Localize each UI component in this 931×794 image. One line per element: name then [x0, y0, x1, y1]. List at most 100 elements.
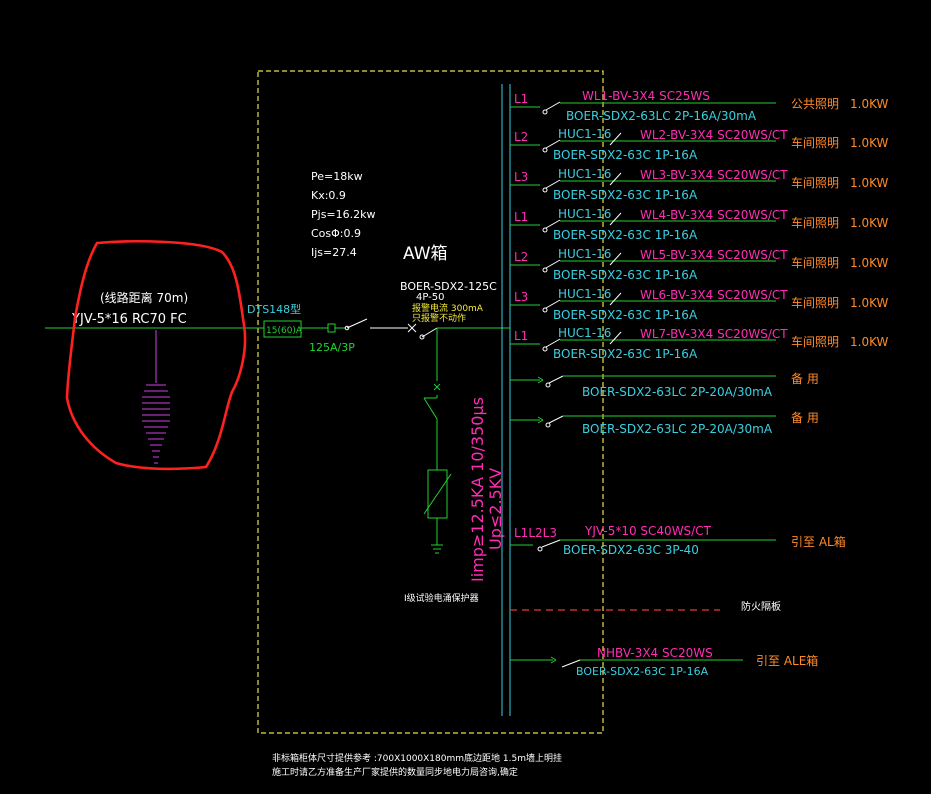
- spd-label: I级试验电涌保护器: [404, 592, 479, 604]
- ale-feeder-breaker: BOER-SDX2-63C 1P-16A: [576, 665, 709, 678]
- circuit-pivot: [542, 267, 548, 273]
- incoming-distance: (线路距离 70m): [100, 290, 188, 305]
- circuit-huc: HUC1-16: [558, 326, 611, 340]
- circuit-phase: L1: [514, 92, 528, 106]
- param-cos: CosΦ:0.9: [311, 227, 361, 240]
- circuit-rcd-blade: [609, 252, 622, 266]
- circuit-rcd-blade: [609, 172, 622, 186]
- circuit-blade: [545, 299, 561, 309]
- al-feeder-cable: YJV-5*10 SC40WS/CT: [584, 524, 712, 538]
- al-feeder-phase: L1L2L3: [514, 526, 557, 540]
- circuit-blade: [545, 139, 561, 149]
- param-pe: Pe=18kw: [311, 170, 363, 183]
- main-breaker-pivot: [419, 334, 425, 340]
- circuit-rcd-blade: [609, 292, 622, 306]
- isolator-pivot: [344, 325, 350, 331]
- spare-breaker: BOER-SDX2-63LC 2P-20A/30mA: [582, 385, 773, 399]
- circuit-breaker: BOER-SDX2-63C 1P-16A: [553, 347, 698, 361]
- note-line-2: 施工时请乙方准备生产厂家提供的数量同步地电力局咨询,确定: [272, 766, 518, 778]
- circuit-phase: L1: [514, 210, 528, 224]
- spare-blade: [548, 375, 564, 384]
- circuit-blade: [545, 219, 561, 229]
- circuit-rcd-blade: [609, 331, 622, 345]
- ale-arrow-b: [550, 659, 557, 664]
- circuit-load: 公共照明: [791, 97, 839, 111]
- main-breaker-poles: 4P-50: [416, 292, 445, 303]
- spare-arrow-a: [537, 376, 544, 381]
- spare-arrow-a: [537, 416, 544, 421]
- circuit-pivot: [542, 109, 548, 115]
- ale-feeder: NHBV-3X4 SC20WS BOER-SDX2-63C 1P-16A 引至 …: [510, 646, 818, 678]
- circuit-power: 1.0KW: [850, 97, 889, 111]
- al-feeder-breaker: BOER-SDX2-63C 3P-40: [563, 543, 699, 557]
- isolator-blade: [346, 318, 368, 329]
- circuit-feeder: WL1-BV-3X4 SC25WS: [582, 89, 710, 103]
- circuit-load: 车间照明: [791, 334, 839, 349]
- circuit-5: L2 HUC1-16 WL5-BV-3X4 SC20WS/CT BOER-SDX…: [510, 247, 889, 282]
- al-feeder-load: 引至 AL箱: [791, 534, 846, 549]
- circuit-breaker: BOER-SDX2-63C 1P-16A: [553, 268, 698, 282]
- ale-feeder-cable: NHBV-3X4 SC20WS: [597, 646, 713, 660]
- circuit-huc: HUC1-16: [558, 167, 611, 181]
- ground-electrode: [142, 330, 170, 464]
- circuit-rcd-blade: [609, 212, 622, 226]
- spare-arrow-b: [537, 419, 544, 424]
- circuit-power: 1.0KW: [850, 176, 889, 190]
- isolator-rating: 125A/3P: [309, 341, 355, 354]
- spare-pivot: [545, 422, 551, 428]
- parameter-block: Pe=18kw Kx:0.9 Pjs=16.2kw CosΦ:0.9 Ijs=2…: [311, 170, 376, 259]
- circuit-load: 车间照明: [791, 295, 839, 310]
- note-line-1: 非标箱柜体尺寸提供参考 :700X1000X180mm底边距地 1.5m墙上明挂: [272, 752, 562, 764]
- circuit-rcd-blade: [609, 132, 622, 146]
- circuit-huc: HUC1-16: [558, 247, 611, 261]
- circuit-huc: HUC1-16: [558, 287, 611, 301]
- ale-feeder-load: 引至 ALE箱: [756, 653, 818, 668]
- circuit-load: 车间照明: [791, 255, 839, 270]
- al-feeder-pivot: [537, 546, 543, 552]
- param-kx: Kx:0.9: [311, 189, 346, 202]
- red-markup-outline: [65, 240, 247, 471]
- circuit-power: 1.0KW: [850, 136, 889, 150]
- circuit-feeder: WL3-BV-3X4 SC20WS/CT: [640, 168, 788, 182]
- meter-label: DTS148型: [247, 302, 301, 316]
- circuit-power: 1.0KW: [850, 335, 889, 349]
- param-pjs: Pjs=16.2kw: [311, 208, 376, 221]
- circuit-1: L1 WL1-BV-3X4 SC25WS BOER-SDX2-63LC 2P-1…: [510, 89, 889, 123]
- circuit-blade: [545, 101, 561, 111]
- al-feeder: L1L2L3 YJV-5*10 SC40WS/CT BOER-SDX2-63C …: [510, 524, 846, 557]
- param-ijs: Ijs=27.4: [311, 246, 357, 259]
- circuit-feeder: WL2-BV-3X4 SC20WS/CT: [640, 128, 788, 142]
- ale-feeder-blade: [561, 659, 581, 668]
- spare-pivot: [545, 382, 551, 388]
- ale-arrow-a: [550, 656, 557, 661]
- circuit-feeder: WL7-BV-3X4 SC20WS/CT: [640, 327, 788, 341]
- meter-rating: 15(60)A: [266, 326, 303, 336]
- spare-blade: [548, 415, 564, 424]
- circuit-pivot: [542, 346, 548, 352]
- circuit-blade: [545, 338, 561, 348]
- circuit-load: 车间照明: [791, 135, 839, 150]
- box-title: AW箱: [403, 244, 448, 264]
- main-breaker-blade: [421, 327, 438, 338]
- circuit-load: 车间照明: [791, 175, 839, 190]
- spare-arrow-b: [537, 379, 544, 384]
- circuit-breaker: BOER-SDX2-63C 1P-16A: [553, 148, 698, 162]
- circuit-phase: L2: [514, 130, 528, 144]
- spare-load: 备 用: [791, 372, 819, 386]
- spare-breaker: BOER-SDX2-63LC 2P-20A/30mA: [582, 422, 773, 436]
- circuit-huc: HUC1-16: [558, 207, 611, 221]
- circuit-3: L3 HUC1-16 WL3-BV-3X4 SC20WS/CT BOER-SDX…: [510, 167, 889, 202]
- main-breaker-model: BOER-SDX2-125C: [400, 280, 497, 293]
- circuit-breaker: BOER-SDX2-63LC 2P-16A/30mA: [566, 109, 757, 123]
- spd-rating-2: Up≤2.5KV: [486, 468, 505, 550]
- circuit-breaker: BOER-SDX2-63C 1P-16A: [553, 228, 698, 242]
- circuit-phase: L3: [514, 290, 528, 304]
- main-breaker-alarm-note: 只报警不动作: [412, 312, 466, 324]
- circuit-blade: [545, 259, 561, 269]
- main-breaker-alarm-current: 报警电流 300mA: [412, 302, 484, 314]
- circuit-blade: [545, 179, 561, 189]
- circuit-breaker: BOER-SDX2-63C 1P-16A: [553, 188, 698, 202]
- circuit-4: L1 HUC1-16 WL4-BV-3X4 SC20WS/CT BOER-SDX…: [510, 207, 889, 242]
